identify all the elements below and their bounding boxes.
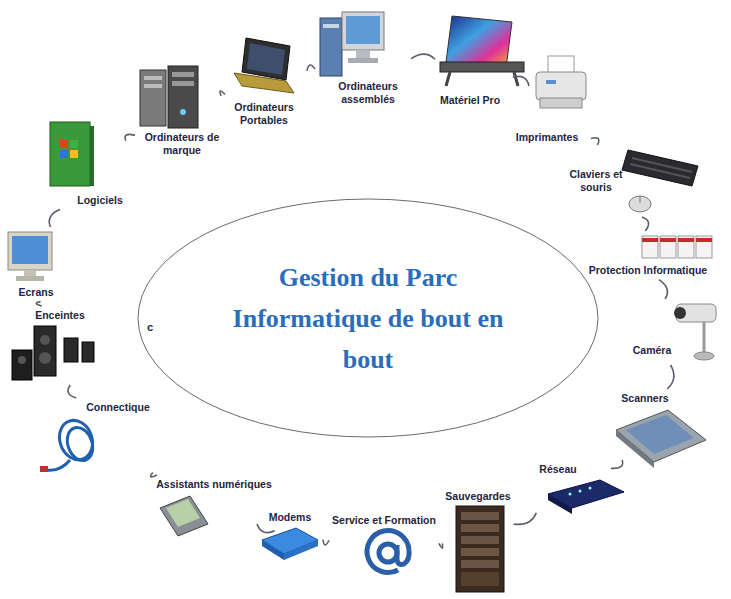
- pda: [160, 496, 208, 536]
- ring-connector: [514, 513, 537, 525]
- item-label: Imprimantes: [516, 131, 578, 144]
- ring-connector: [220, 91, 225, 96]
- monitor: [8, 232, 52, 281]
- ring-connector: [667, 365, 674, 389]
- software-box: [50, 122, 94, 186]
- item-label: Ordinateurs assemblés: [328, 80, 408, 105]
- item-label: Ordinateurs de marque: [142, 131, 222, 156]
- network-switch: [548, 480, 624, 514]
- device-item: Service et Formation: [332, 514, 436, 577]
- device-item: Matériel Pro: [438, 14, 526, 107]
- desktop-computer: [320, 12, 384, 76]
- device-item: Enceintes: [10, 309, 96, 382]
- ring-connector: [642, 217, 649, 231]
- device-item: Protection Informatique: [589, 234, 714, 277]
- device-item: Ordinateurs assemblés: [318, 10, 408, 105]
- device-item: Imprimantes: [516, 54, 588, 144]
- speakers: [12, 326, 94, 380]
- item-label: Logiciels: [77, 194, 123, 207]
- at-symbol: [367, 531, 409, 573]
- tower-computers: [140, 66, 198, 128]
- ring-connector: [411, 54, 435, 59]
- ring-connector: [68, 385, 76, 398]
- keyboard-mouse: [622, 150, 698, 212]
- ring-connector: [307, 65, 315, 71]
- device-item: Logiciels: [48, 120, 123, 207]
- laptop: [234, 38, 294, 93]
- item-label: Assistants numériques: [156, 478, 272, 491]
- protection-boxes: [642, 236, 712, 258]
- ring-connector: [323, 540, 329, 545]
- device-item: Caméra: [633, 302, 718, 362]
- diagram-title: Gestion du Parc Informatique de bout en …: [213, 257, 523, 380]
- ring-connector: [439, 543, 443, 548]
- ring-connector: [611, 460, 623, 468]
- cable: [40, 416, 98, 472]
- item-label: Service et Formation: [332, 514, 436, 527]
- ring-connector: [36, 302, 42, 306]
- center-ellipse: Gestion du Parc Informatique de bout en …: [137, 198, 599, 438]
- ring-connector: [49, 210, 60, 227]
- item-label: Connectique: [86, 401, 150, 414]
- device-item: Assistants numériques: [156, 478, 272, 538]
- device-item: Connectique: [38, 401, 150, 476]
- item-label: Enceintes: [35, 309, 85, 322]
- item-label: Scanners: [621, 392, 668, 405]
- item-label: Claviers et souris: [566, 168, 626, 193]
- device-item: Ecrans: [6, 230, 54, 299]
- item-label: Protection Informatique: [589, 264, 707, 277]
- printer: [536, 56, 586, 108]
- item-label: Réseau: [539, 463, 576, 476]
- device-item: Sauvegardes: [445, 490, 510, 594]
- device-item: Réseau: [539, 463, 626, 516]
- scanner: [616, 410, 706, 468]
- fragment-label: c: [147, 321, 153, 333]
- item-label: Ordinateurs Portables: [224, 101, 304, 126]
- item-label: Caméra: [633, 344, 672, 357]
- ring-connector: [151, 473, 157, 477]
- backup-server: [456, 506, 504, 592]
- item-label: Ecrans: [18, 286, 53, 299]
- ring-connector: [591, 138, 599, 145]
- device-item: Scanners: [614, 392, 708, 470]
- device-item: Ordinateurs Portables: [224, 36, 304, 126]
- device-item: Claviers et souris: [566, 148, 700, 214]
- ring-connector: [513, 76, 529, 86]
- device-item: Modems: [260, 511, 320, 562]
- ring-connector: [659, 280, 667, 299]
- item-label: Matériel Pro: [440, 94, 500, 107]
- item-label: Sauvegardes: [445, 490, 510, 503]
- item-label: Modems: [269, 511, 312, 524]
- ring-connector: [257, 524, 275, 532]
- device-item: Ordinateurs de marque: [138, 64, 222, 156]
- camera: [674, 304, 716, 360]
- plotter: [440, 16, 524, 86]
- ring-connector: [125, 134, 135, 140]
